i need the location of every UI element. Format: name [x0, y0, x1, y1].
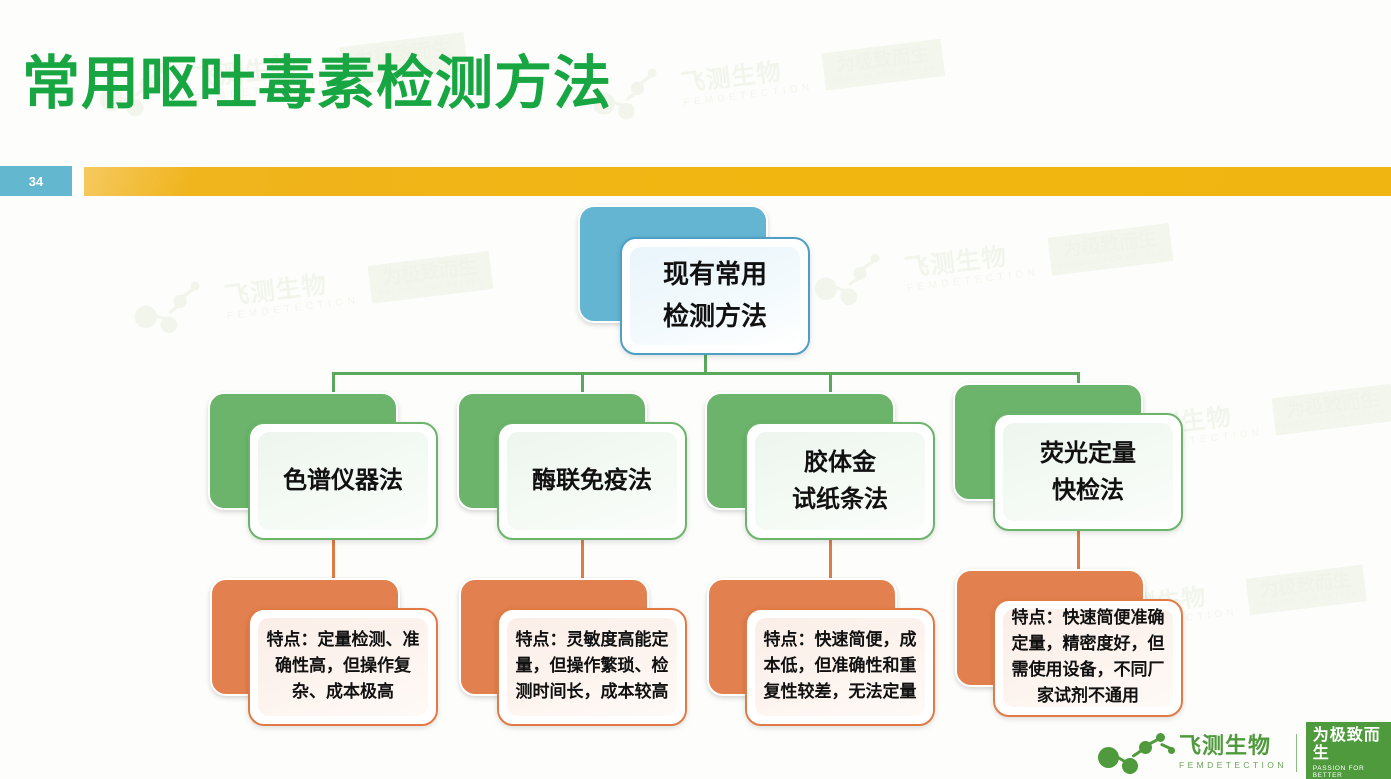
logo-slogan-tag: 为极致而生 PASSION FOR BETTER — [1305, 722, 1391, 779]
node-root-line2: 检测方法 — [662, 302, 767, 332]
page-title: 常用呕吐毒素检测方法 — [22, 49, 613, 117]
watermark-brand-cn: 飞测生物 — [222, 269, 329, 310]
node-detail-2-text: 特点：灵敏度高能定量，但操作繁琐、检测时间长，成本较高 — [515, 630, 669, 702]
node-front-card: 特点：灵敏度高能定量，但操作繁琐、检测时间长，成本较高 — [497, 608, 687, 726]
node-inner-panel — [507, 618, 677, 716]
watermark-brand-en: FEMDETECTION — [682, 80, 815, 108]
watermark-slogan-en: PASSION FOR BETTER — [832, 64, 937, 85]
connector-branch-3 — [829, 372, 832, 394]
watermark-slogan-tag: 为极致而生 PASSION FOR BETTER — [1271, 383, 1391, 436]
node-front-card: 酶联免疫法 — [497, 422, 687, 540]
node-detail-2[interactable]: 特点：灵敏度高能定量，但操作繁琐、检测时间长，成本较高 — [459, 578, 687, 726]
node-inner-panel — [1003, 423, 1173, 521]
node-inner-panel — [1003, 609, 1173, 707]
watermark-slogan-tag: 为极致而生 PASSION FOR BETTER — [821, 38, 946, 91]
watermark-slogan-cn: 为极致而生 — [1284, 388, 1381, 421]
watermark-logo: 飞测生物 FEMDETECTION 为极致而生 PASSION FOR BETT… — [589, 38, 946, 121]
page-number-badge: 34 — [0, 166, 72, 196]
node-method-3-label: 胶体金 试纸条法 — [792, 444, 888, 518]
connector-horizontal-bus — [332, 372, 1080, 375]
node-method-2-line1: 酶联免疫法 — [532, 466, 652, 495]
watermark-brand-en: FEMDETECTION — [906, 265, 1040, 293]
node-inner-panel — [258, 618, 428, 716]
node-root-line1: 现有常用 — [662, 259, 767, 290]
node-detail-4-text: 特点：快速简便准确定量，精密度好，但需使用设备，不同厂家试剂不通用 — [1011, 608, 1165, 706]
node-method-1-label: 色谱仪器法 — [283, 462, 403, 499]
molecule-icon — [809, 249, 902, 313]
watermark-slogan-cn: 为极致而生 — [1061, 227, 1159, 261]
node-root-label: 现有常用 检测方法 — [663, 254, 767, 338]
watermark-brand-cn: 飞测生物 — [902, 241, 1009, 282]
node-method-3-line1: 胶体金 — [804, 447, 876, 476]
node-inner-panel — [755, 432, 925, 530]
watermark-brand-en: FEMDETECTION — [226, 293, 360, 321]
node-detail-3[interactable]: 特点：快速简便，成本低，但准确性和重复性较差，无法定量 — [707, 578, 935, 726]
watermark-slogan-en: PASSION FOR BETTER — [1282, 409, 1387, 430]
node-front-card: 色谱仪器法 — [248, 422, 438, 540]
header-ribbon — [84, 167, 1391, 196]
node-front-card: 特点：快速简便准确定量，精密度好，但需使用设备，不同厂家试剂不通用 — [993, 599, 1183, 717]
node-method-1[interactable]: 色谱仪器法 — [208, 392, 438, 540]
node-method-4-line2: 快检法 — [1052, 476, 1124, 504]
node-inner-panel — [507, 432, 677, 530]
molecule-icon — [129, 277, 222, 341]
connector-detail-3 — [829, 539, 832, 578]
node-method-2[interactable]: 酶联免疫法 — [457, 392, 687, 540]
node-front-card: 特点：快速简便，成本低，但准确性和重复性较差，无法定量 — [745, 608, 935, 726]
node-front-card: 胶体金 试纸条法 — [745, 422, 935, 540]
watermark-slogan-tag: 为极致而生 PASSION FOR BETTER — [367, 250, 494, 304]
logo-divider — [1295, 733, 1297, 772]
node-detail-3-text: 特点：快速简便，成本低，但准确性和重复性较差，无法定量 — [763, 630, 917, 702]
node-detail-4[interactable]: 特点：快速简便准确定量，精密度好，但需使用设备，不同厂家试剂不通用 — [955, 569, 1183, 717]
node-front-card: 特点：定量检测、准确性高，但操作复杂、成本极高 — [248, 608, 438, 726]
watermark-slogan-en: PASSION FOR BETTER — [1058, 249, 1165, 270]
watermark-slogan-cn: 为极致而生 — [834, 43, 931, 76]
watermark-slogan-tag: 为极致而生 PASSION FOR BETTER — [1245, 564, 1367, 616]
watermark-brand-cn: 飞测生物 — [679, 56, 784, 97]
logo-slogan-cn: 为极致而生 — [1312, 725, 1381, 763]
node-detail-1[interactable]: 特点：定量检测、准确性高，但操作复杂、成本极高 — [210, 578, 438, 726]
logo-brand-cn: 飞测生物 — [1179, 734, 1272, 760]
node-method-4-label: 荧光定量 快检法 — [1040, 435, 1136, 509]
node-method-4-line1: 荧光定量 — [1040, 438, 1136, 467]
watermark-logo: 飞测生物 FEMDETECTION 为极致而生 PASSION FOR BETT… — [131, 250, 494, 335]
connector-detail-1 — [332, 539, 335, 578]
connector-branch-1 — [332, 372, 335, 394]
logo-brand-en: FEMDETECTION — [1179, 760, 1287, 771]
connector-branch-2 — [581, 372, 584, 394]
watermark-logo: 飞测生物 FEMDETECTION 为极致而生 PASSION FOR BETT… — [811, 222, 1174, 307]
watermark-slogan-en: PASSION FOR BETTER — [378, 277, 485, 298]
node-detail-1-text: 特点：定量检测、准确性高，但操作复杂、成本极高 — [266, 630, 420, 702]
node-inner-panel — [258, 432, 428, 530]
node-front-card: 现有常用 检测方法 — [620, 237, 810, 355]
logo-slogan-en: PASSION FOR BETTER — [1312, 764, 1365, 779]
node-method-2-label: 酶联免疫法 — [532, 462, 652, 499]
connector-root-stem — [704, 350, 707, 374]
molecule-icon — [1098, 731, 1184, 775]
node-inner-panel — [755, 618, 925, 716]
node-method-4[interactable]: 荧光定量 快检法 — [953, 383, 1183, 531]
watermark-slogan-cn: 为极致而生 — [1258, 569, 1353, 601]
connector-detail-4 — [1077, 530, 1080, 569]
node-inner-panel — [630, 247, 800, 345]
connector-detail-2 — [581, 539, 584, 578]
company-logo: 飞测生物 FEMDETECTION 为极致而生 PASSION FOR BETT… — [1098, 722, 1391, 779]
node-method-3-line2: 试纸条法 — [792, 485, 888, 513]
node-method-3[interactable]: 胶体金 试纸条法 — [705, 392, 935, 540]
watermark-slogan-cn: 为极致而生 — [381, 255, 479, 289]
watermark-slogan-tag: 为极致而生 PASSION FOR BETTER — [1047, 222, 1174, 276]
watermark-slogan-en: PASSION FOR BETTER — [1256, 589, 1359, 610]
node-root-detection-methods[interactable]: 现有常用 检测方法 — [578, 205, 810, 355]
node-method-1-line1: 色谱仪器法 — [283, 466, 403, 495]
node-front-card: 荧光定量 快检法 — [993, 413, 1183, 531]
